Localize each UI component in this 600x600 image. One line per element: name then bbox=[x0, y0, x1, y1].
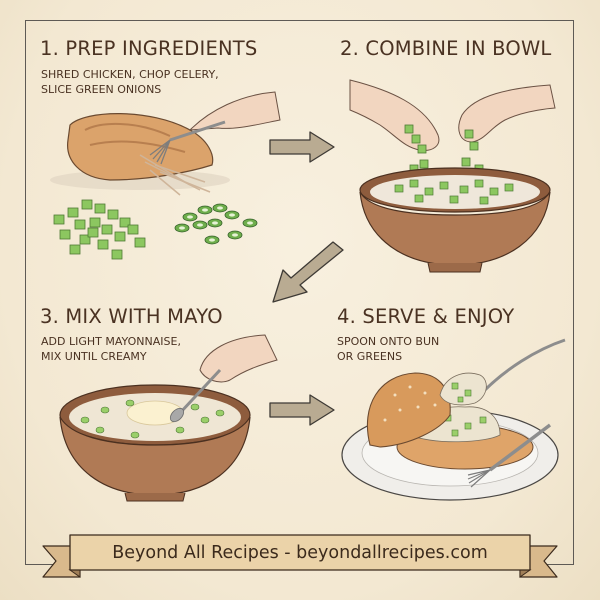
footer-ribbon-banner bbox=[42, 534, 558, 578]
step-3-illustration bbox=[59, 334, 278, 502]
arrow-down-left-icon bbox=[272, 241, 344, 303]
step-1-subtitle: SHRED CHICKEN, CHOP CELERY, SLICE GREEN … bbox=[41, 68, 219, 96]
step-1-title: 1. PREP INGREDIENTS bbox=[40, 37, 258, 60]
step-4-illustration bbox=[341, 338, 566, 501]
step-3-subtitle: ADD LIGHT MAYONNAISE, MIX UNTIL CREAMY bbox=[41, 335, 181, 363]
arrow-right-icon bbox=[269, 394, 335, 426]
step-2-illustration bbox=[349, 79, 556, 273]
step-4-title: 4. SERVE & ENJOY bbox=[337, 305, 515, 328]
step-4-subtitle: SPOON ONTO BUN OR GREENS bbox=[337, 335, 440, 363]
arrow-right-icon bbox=[269, 131, 335, 163]
step-1-illustration bbox=[50, 91, 281, 260]
step-2-title: 2. COMBINE IN BOWL bbox=[340, 37, 552, 60]
footer-banner-text: Beyond All Recipes - beyondallrecipes.co… bbox=[112, 543, 488, 563]
step-3-title: 3. MIX WITH MAYO bbox=[40, 305, 223, 328]
